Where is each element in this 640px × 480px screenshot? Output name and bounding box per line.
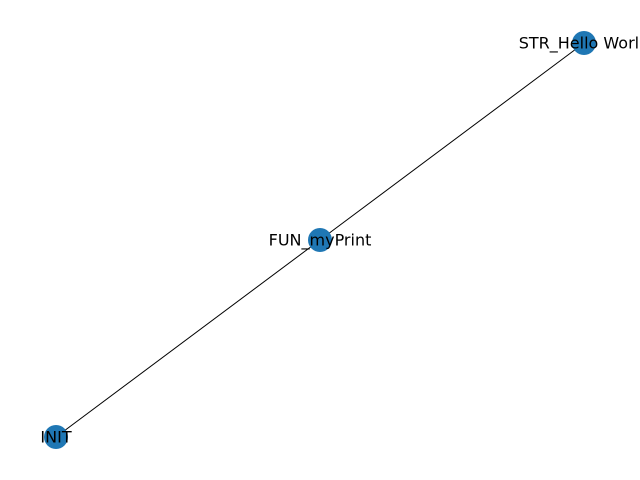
node-layer <box>44 31 596 449</box>
label-layer: INIT FUN_myPrint STR_Hello World <box>40 34 640 447</box>
node-label-init: INIT <box>40 428 71 447</box>
node-fun <box>308 228 332 252</box>
edge-init-fun <box>55 239 321 438</box>
node-str <box>572 31 596 55</box>
node-label-fun: FUN_myPrint <box>269 231 372 251</box>
node-init <box>44 425 68 449</box>
node-label-str: STR_Hello World <box>519 34 640 54</box>
edge-layer <box>55 42 585 438</box>
edge-fun-str <box>319 42 585 241</box>
